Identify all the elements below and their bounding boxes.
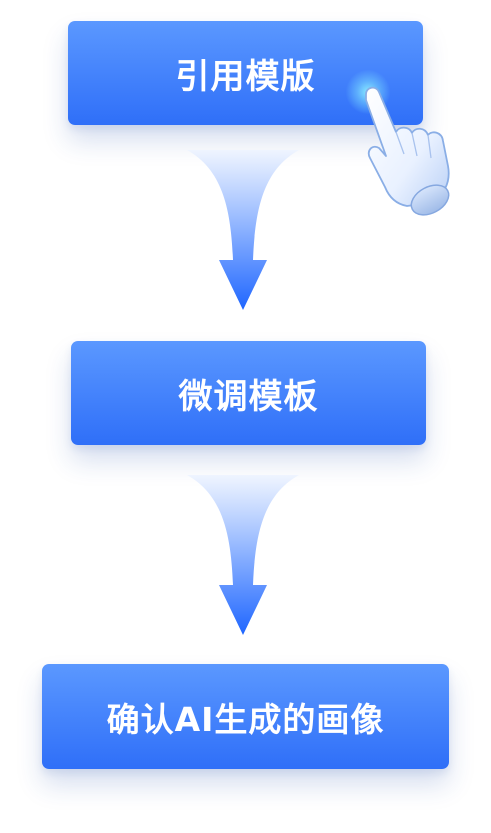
step-use-template-label: 引用模版 — [175, 56, 316, 97]
down-arrow-icon — [187, 150, 299, 310]
down-arrow-icon — [187, 475, 299, 635]
step-adjust-template-label: 微调模板 — [178, 376, 319, 417]
pointing-hand-icon — [365, 86, 450, 216]
step-confirm-ai-portrait-label: 确认AI生成的画像 — [106, 699, 385, 739]
step-adjust-template[interactable]: 微调模板 — [71, 341, 426, 445]
step-confirm-ai-portrait[interactable]: 确认AI生成的画像 — [42, 664, 449, 769]
